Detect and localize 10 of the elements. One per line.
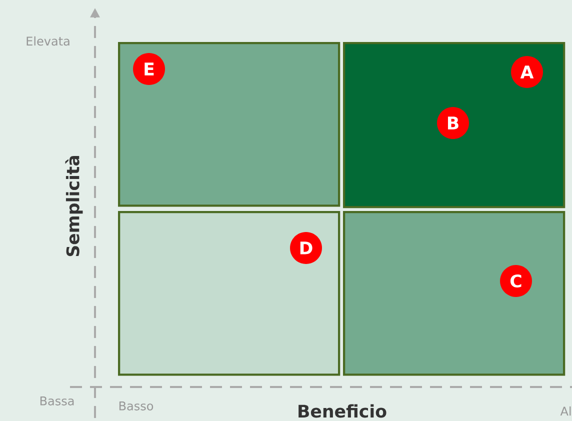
axis-title: Beneficio: [298, 404, 386, 418]
axis-label: Bassa: [40, 396, 74, 406]
quadrant-box: [343, 211, 566, 376]
axis-label: Basso: [119, 402, 154, 410]
quadrant-box: [118, 211, 340, 376]
quadrant-box: [118, 42, 340, 207]
axis-title: Semplicità: [65, 156, 83, 256]
axis-label: Elevata: [26, 36, 70, 46]
axis-label: Al: [560, 406, 571, 416]
quadrant-box: [343, 42, 566, 208]
